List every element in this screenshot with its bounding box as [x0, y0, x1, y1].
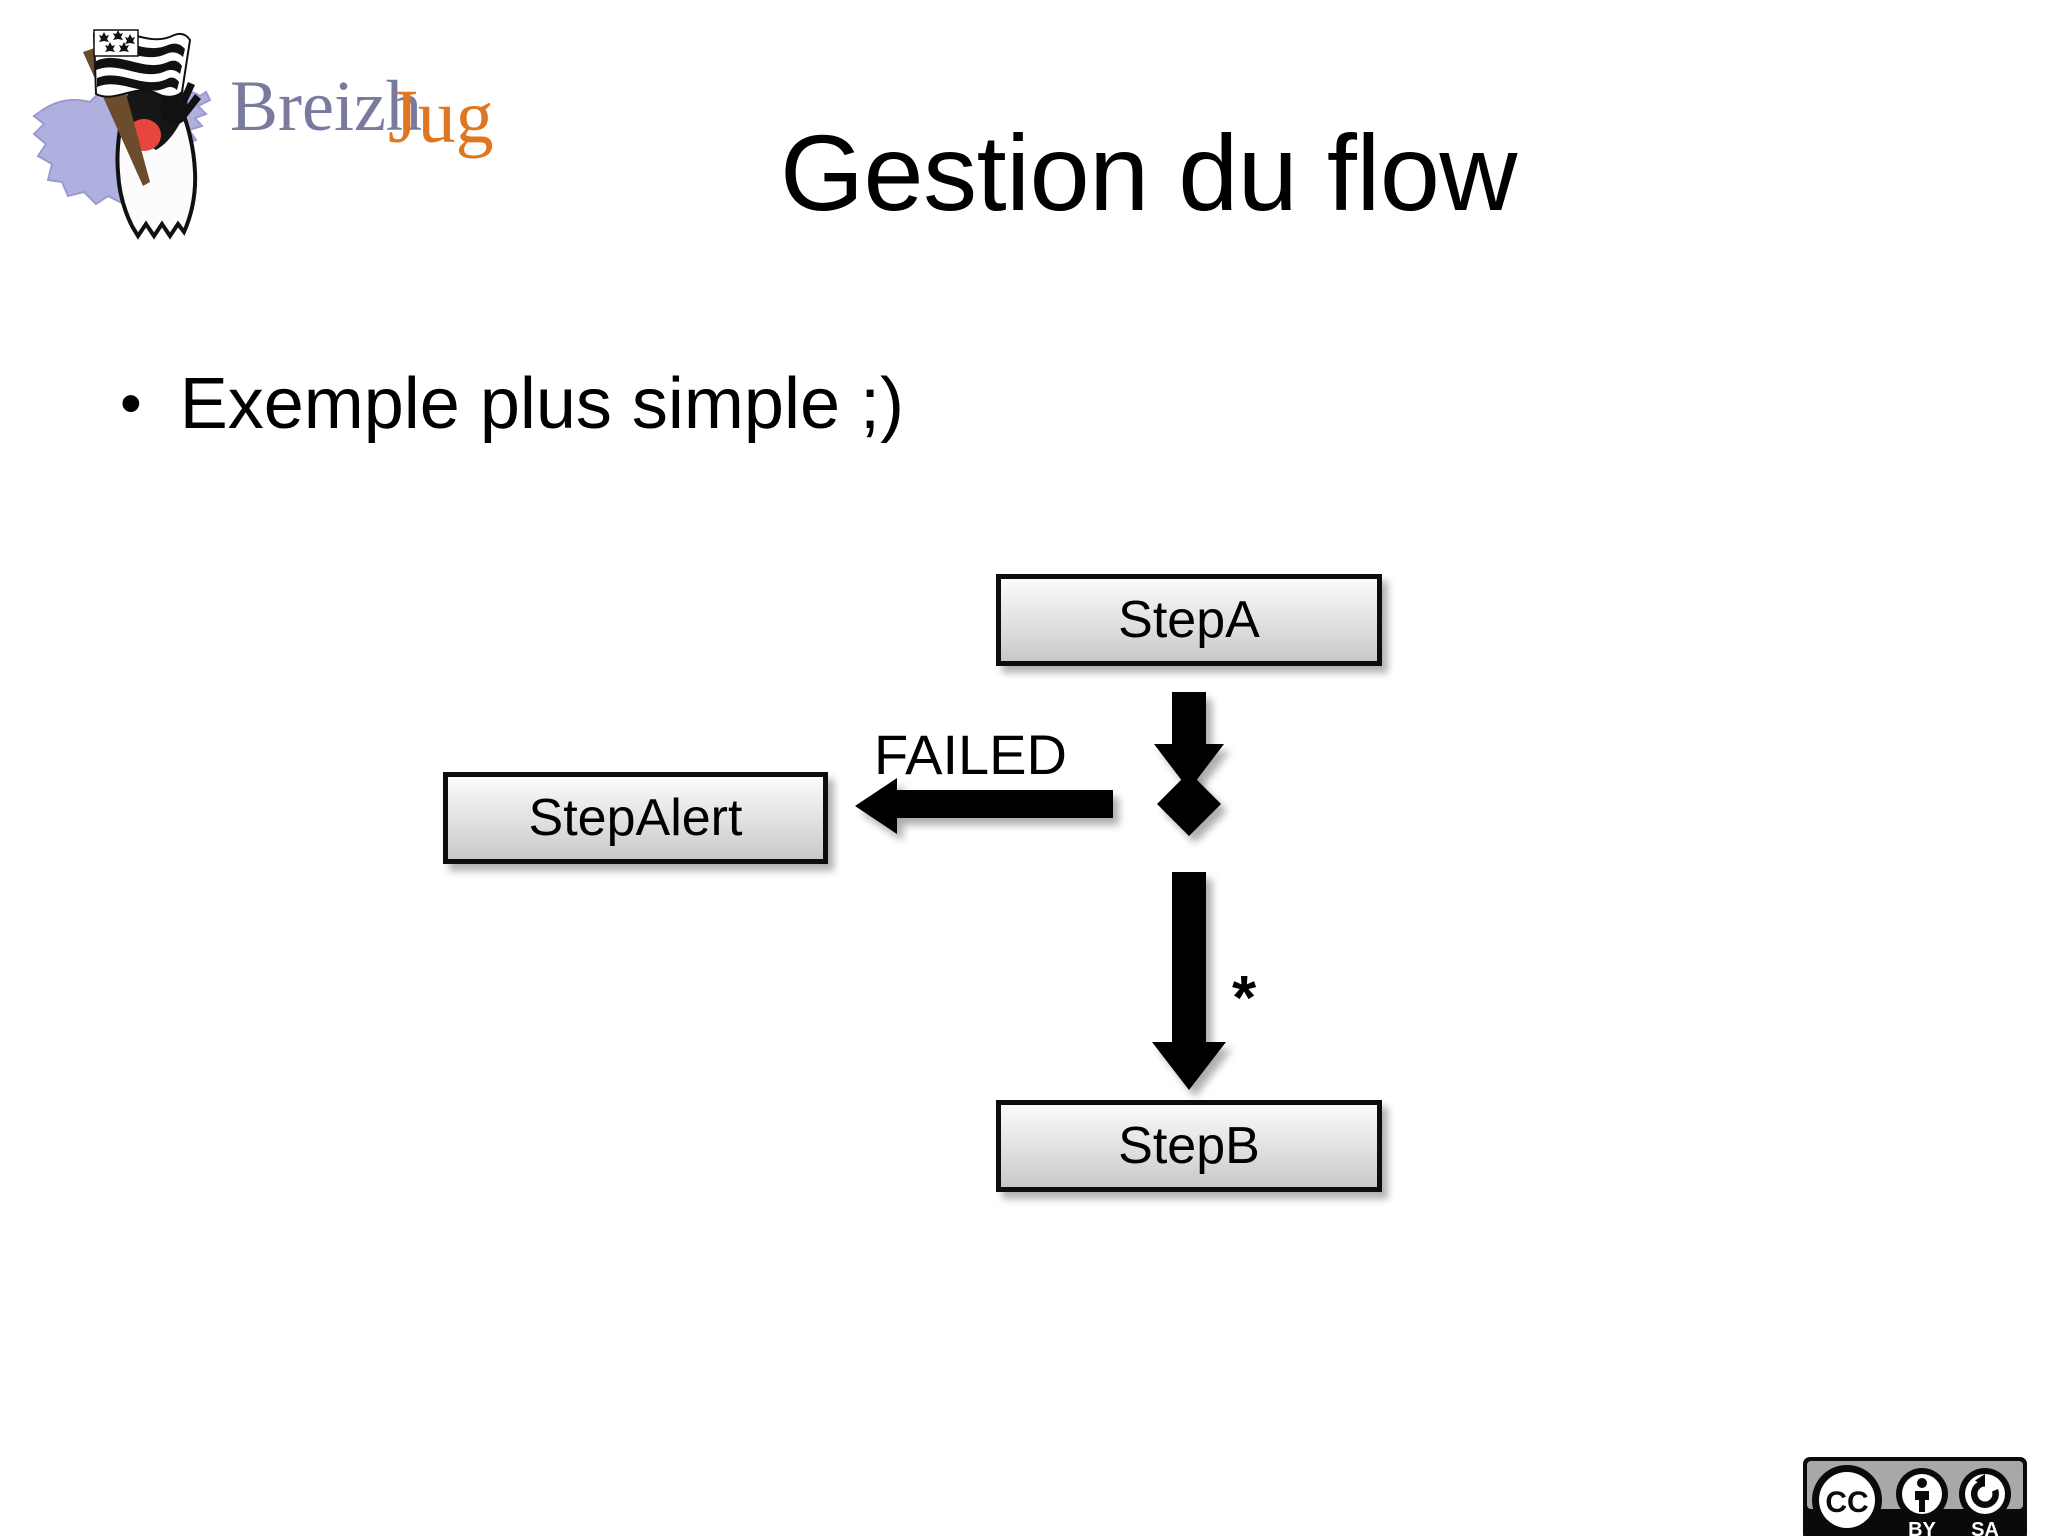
- flow-node-stepalert-label: StepAlert: [528, 789, 743, 847]
- flow-node-stepalert[interactable]: StepAlert: [443, 772, 828, 864]
- logo-word-breizh: Breizh: [230, 66, 422, 146]
- bullet-list-item: • Exemple plus simple ;): [120, 368, 904, 440]
- edge-label-failed: FAILED: [874, 723, 1067, 786]
- arrow-decision-to-stepalert: [855, 778, 1113, 834]
- cc-sa-label: SA: [1971, 1519, 1999, 1536]
- breizhjug-logo: Breizh Jug: [20, 14, 510, 244]
- cc-icon: CC: [1812, 1465, 1882, 1535]
- bullet-item-label: Exemple plus simple ;): [179, 364, 904, 444]
- page-title: Gestion du flow: [780, 112, 1517, 233]
- flow-node-stepb[interactable]: StepB: [996, 1100, 1382, 1192]
- flow-node-stepb-label: StepB: [1118, 1117, 1260, 1175]
- arrow-stepa-to-decision: [1154, 692, 1224, 790]
- arrow-decision-to-stepb: [1152, 872, 1226, 1090]
- edge-label-star: *: [1232, 964, 1257, 1033]
- flow-node-stepa-label: StepA: [1118, 591, 1260, 649]
- flow-node-stepa[interactable]: StepA: [996, 574, 1382, 666]
- cc-by-icon: [1896, 1468, 1948, 1520]
- bullet-marker-icon: •: [120, 369, 142, 438]
- creative-commons-by-sa-badge[interactable]: CC BY SA: [1802, 1456, 2028, 1536]
- cc-by-label: BY: [1908, 1519, 1936, 1536]
- decision-diamond-node: [1157, 772, 1221, 836]
- breton-flag-icon: [83, 29, 192, 186]
- cc-label: CC: [1825, 1486, 1868, 1519]
- logo-word-jug: Jug: [388, 75, 494, 159]
- cc-sa-icon: [1959, 1468, 2011, 1520]
